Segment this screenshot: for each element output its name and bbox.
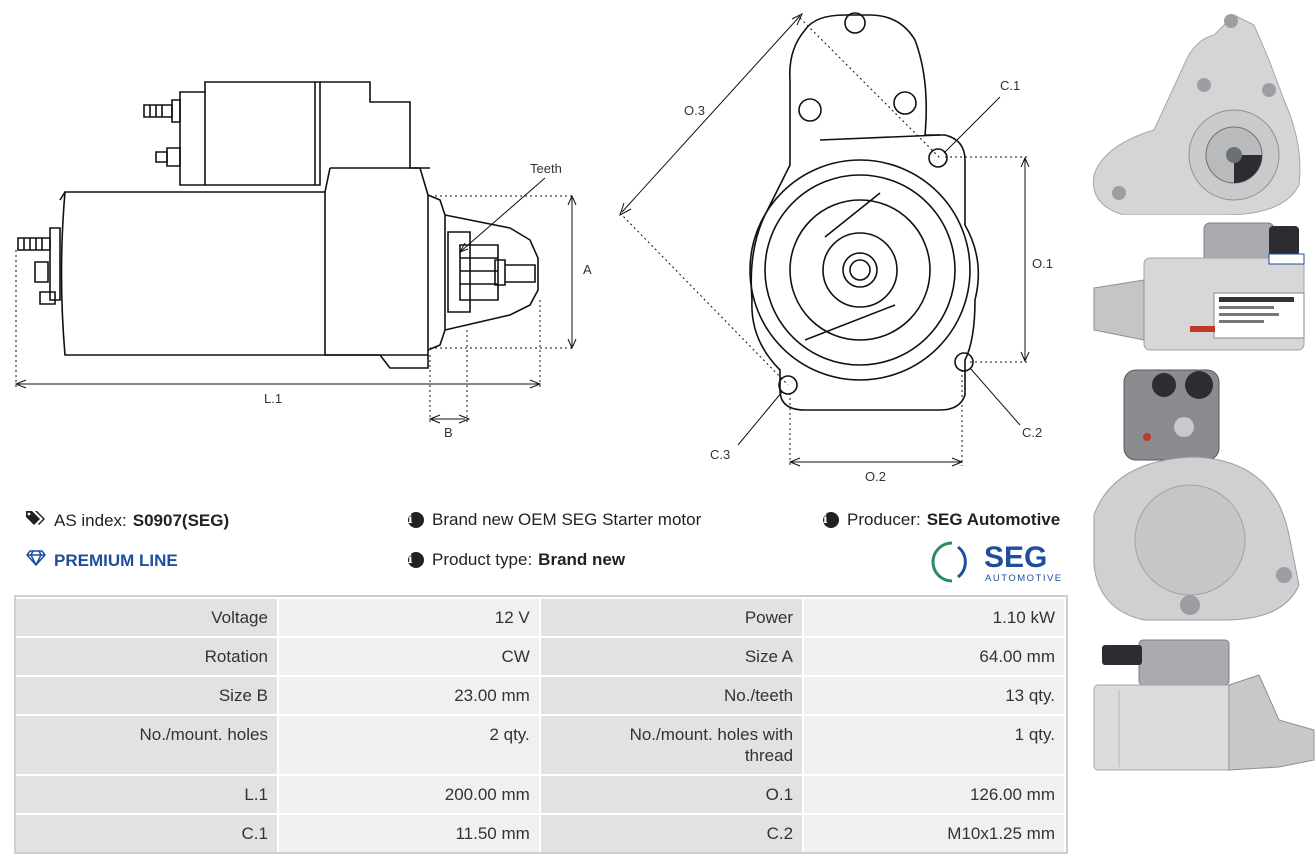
as-index-value: S0907(SEG) [132, 510, 230, 530]
product-type-label: Product type: [432, 550, 533, 569]
label-b: B [444, 425, 453, 440]
spec-label: Size A [540, 636, 805, 675]
spec-value: 23.00 mm [278, 675, 541, 714]
spec-label: Size B [16, 675, 279, 714]
spec-value: 64.00 mm [804, 636, 1066, 675]
label-o3: O.3 [684, 103, 705, 118]
diamond-icon [26, 550, 46, 571]
table-row: C.1 11.50 mm C.2 M10x1.25 mm [16, 813, 1066, 852]
description: i Brand new OEM SEG Starter motor [408, 510, 701, 530]
spec-value: 200.00 mm [278, 774, 541, 813]
spec-label: No./mount. holes [16, 714, 279, 774]
svg-text:AUTOMOTIVE: AUTOMOTIVE [985, 573, 1063, 584]
product-photo-top[interactable] [1084, 635, 1316, 775]
technical-drawing: Teeth A B L.1 [0, 0, 1080, 500]
label-c2: C.2 [1022, 425, 1042, 440]
spec-label: Rotation [16, 636, 279, 675]
product-photo-front[interactable] [1084, 5, 1316, 215]
info-icon: i [823, 512, 839, 528]
info-icon: i [408, 512, 424, 528]
table-row: Rotation CW Size A 64.00 mm [16, 636, 1066, 675]
label-c1: C.1 [1000, 78, 1020, 93]
producer-label: Producer: [847, 510, 921, 529]
spec-label: C.1 [16, 813, 279, 852]
spec-value: 2 qty. [278, 714, 541, 774]
label-o2: O.2 [865, 469, 886, 484]
svg-text:SEG: SEG [984, 541, 1047, 574]
product-photo-gallery [1084, 0, 1316, 780]
table-row: L.1 200.00 mm O.1 126.00 mm [16, 774, 1066, 813]
product-photo-side[interactable] [1084, 218, 1316, 358]
spec-value: 1 qty. [804, 714, 1066, 774]
spec-label: L.1 [16, 774, 279, 813]
spec-value: 12 V [278, 597, 541, 636]
table-row: Voltage 12 V Power 1.10 kW [16, 597, 1066, 636]
table-row: No./mount. holes 2 qty. No./mount. holes… [16, 714, 1066, 774]
spec-value: 126.00 mm [804, 774, 1066, 813]
premium-line-badge: PREMIUM LINE [26, 550, 178, 571]
spec-value: M10x1.25 mm [804, 813, 1066, 852]
spec-label: Voltage [16, 597, 279, 636]
tags-icon [26, 510, 46, 531]
info-icon: i [408, 552, 424, 568]
product-photo-rear[interactable] [1084, 365, 1316, 625]
spec-value: 11.50 mm [278, 813, 541, 852]
label-teeth: Teeth [530, 161, 562, 176]
spec-label: No./mount. holes with thread [540, 714, 805, 774]
label-c3: C.3 [710, 447, 730, 462]
spec-label: No./teeth [540, 675, 805, 714]
label-a: A [583, 262, 592, 277]
as-index: AS index: S0907(SEG) [26, 510, 229, 531]
seg-automotive-logo: SEG AUTOMOTIVE [928, 537, 1070, 587]
premium-line-label: PREMIUM LINE [54, 550, 178, 570]
spec-label: C.2 [540, 813, 805, 852]
as-index-label: AS index: [54, 510, 127, 530]
dimension-drawing: Teeth A B L.1 [14, 12, 1053, 484]
spec-value: CW [278, 636, 541, 675]
label-o1: O.1 [1032, 256, 1053, 271]
label-l1: L.1 [264, 391, 282, 406]
producer: i Producer: SEG Automotive [823, 510, 1060, 530]
spec-table: Voltage 12 V Power 1.10 kW Rotation CW S… [14, 595, 1068, 854]
spec-value: 13 qty. [804, 675, 1066, 714]
spec-label: O.1 [540, 774, 805, 813]
product-type: i Product type: Brand new [408, 550, 625, 570]
table-row: Size B 23.00 mm No./teeth 13 qty. [16, 675, 1066, 714]
spec-label: Power [540, 597, 805, 636]
description-text: Brand new OEM SEG Starter motor [432, 510, 702, 529]
product-type-value: Brand new [538, 550, 626, 569]
spec-value: 1.10 kW [804, 597, 1066, 636]
producer-value: SEG Automotive [926, 510, 1061, 529]
